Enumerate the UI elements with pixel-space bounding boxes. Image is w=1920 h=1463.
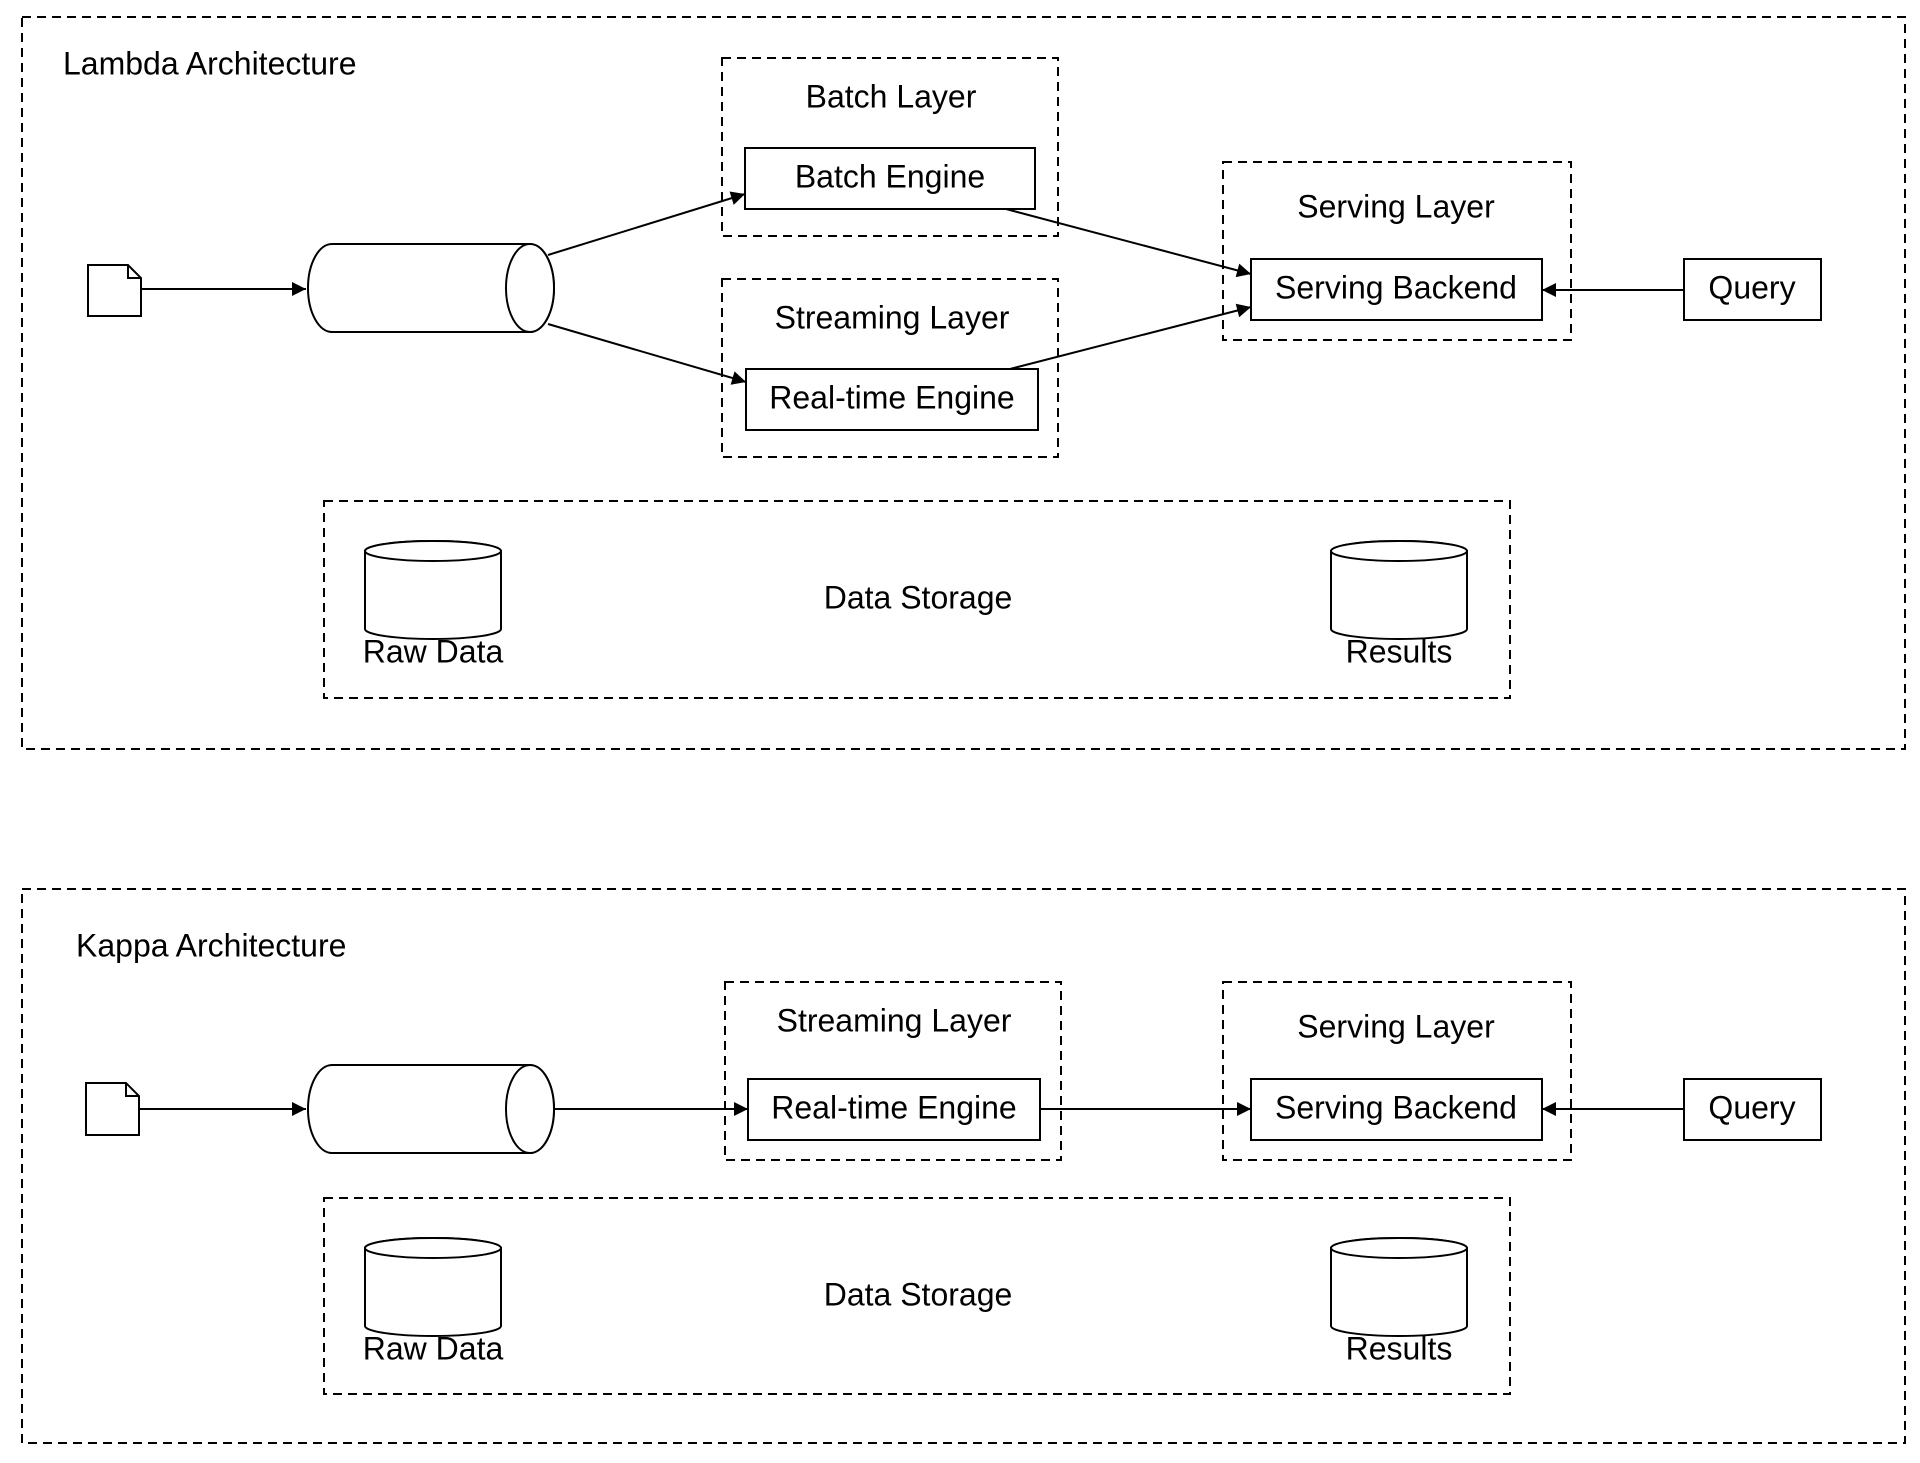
document-icon [85, 1082, 140, 1136]
edge-queue-to-realtime-engine [547, 323, 747, 385]
edge-queue-to-batch-engine [547, 191, 746, 256]
kappa-serving-layer-label: Serving Layer [1297, 1008, 1495, 1044]
edge-batch-engine-to-serving [1005, 208, 1252, 278]
lambda-frame [21, 16, 1906, 750]
database-icon [1330, 1237, 1468, 1337]
kappa-query-box [1683, 1078, 1822, 1141]
database-icon [1330, 540, 1468, 640]
document-icon [87, 264, 142, 317]
lambda-serving-backend-box [1250, 258, 1543, 321]
kappa-serving-backend-box [1250, 1078, 1543, 1141]
lambda-realtime-engine-label: Real-time Engine [769, 379, 1014, 415]
lambda-query-box [1683, 258, 1822, 321]
database-icon [364, 1237, 502, 1337]
message-queue-icon [307, 243, 555, 333]
kappa-streaming-layer: Streaming Layer Real-time Engine [724, 981, 1062, 1161]
kappa-raw-data-label: Raw Data [363, 1330, 504, 1366]
lambda-data-storage: Data Storage Raw Data Results [323, 500, 1511, 699]
kappa-frame [21, 888, 1906, 1444]
lambda-serving-layer-label: Serving Layer [1297, 188, 1495, 224]
lambda-query-label: Query [1708, 269, 1795, 305]
lambda-realtime-engine-box [745, 368, 1039, 431]
kappa-data-storage: Data Storage Raw Data Results [323, 1197, 1511, 1395]
lambda-title: Lambda Architecture [63, 45, 357, 81]
lambda-data-storage-label: Data Storage [824, 579, 1013, 615]
batch-layer: Batch Layer Batch Engine [721, 57, 1059, 237]
batch-engine-label: Batch Engine [795, 158, 985, 194]
message-queue-icon [307, 1064, 555, 1154]
lambda-results-label: Results [1346, 633, 1453, 669]
lambda-architecture: Lambda Architecture Batch Layer Batch En… [21, 16, 1906, 750]
kappa-architecture: Kappa Architecture Streaming Layer Real-… [21, 888, 1906, 1444]
kappa-title: Kappa Architecture [76, 927, 346, 963]
lambda-serving-layer: Serving Layer Serving Backend [1222, 161, 1572, 341]
edge-realtime-engine-to-serving [1009, 303, 1252, 370]
lambda-streaming-layer: Streaming Layer Real-time Engine [721, 278, 1059, 458]
lambda-serving-backend-label: Serving Backend [1275, 269, 1517, 305]
kappa-results-label: Results [1346, 1330, 1453, 1366]
kappa-data-storage-label: Data Storage [824, 1276, 1013, 1312]
lambda-raw-data-label: Raw Data [363, 633, 504, 669]
kappa-streaming-layer-label: Streaming Layer [777, 1002, 1012, 1038]
lambda-streaming-layer-label: Streaming Layer [775, 299, 1010, 335]
batch-engine-box [744, 147, 1036, 210]
database-icon [364, 540, 502, 640]
kappa-query-label: Query [1708, 1089, 1795, 1125]
batch-layer-label: Batch Layer [806, 78, 977, 114]
kappa-serving-backend-label: Serving Backend [1275, 1089, 1517, 1125]
kappa-realtime-engine-label: Real-time Engine [771, 1089, 1016, 1125]
kappa-serving-layer: Serving Layer Serving Backend [1222, 981, 1572, 1161]
